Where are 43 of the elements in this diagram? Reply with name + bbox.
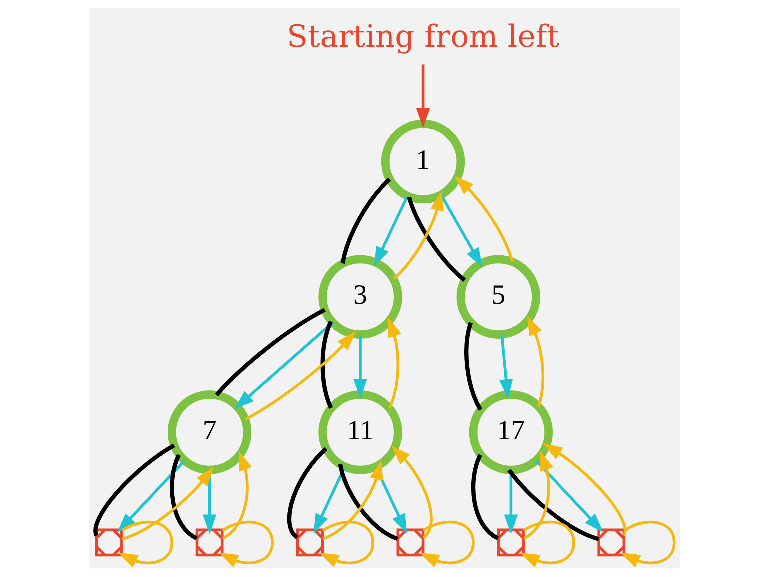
connector [508,468,600,542]
arrow [234,322,334,410]
connector [471,454,500,540]
arrow [393,191,444,280]
arrow [322,460,384,540]
arrow [454,176,514,262]
arrow [218,520,274,568]
arrow [118,520,174,568]
node-circle: 11 [318,390,402,474]
arrow [440,194,483,268]
arrow [374,466,408,534]
connector [340,178,392,264]
connector [407,196,466,282]
arrow [319,520,374,568]
connector [320,320,334,410]
arrow [536,460,604,533]
arrow [314,466,346,534]
arrow [374,196,409,267]
arrow [543,443,627,536]
arrow [392,446,433,539]
arrow [523,451,554,540]
connector [464,322,483,411]
arrow [416,64,430,128]
arrow [122,466,214,541]
node-circle: 1 [381,120,466,204]
arrow [420,520,475,568]
connector [215,308,326,397]
node-text: Starting from left [286,20,560,55]
arrow [499,334,514,400]
arrow [520,520,576,568]
arrow [117,460,186,533]
connector [94,444,176,536]
arrow [504,470,518,534]
arrow [244,332,356,421]
arrow [388,318,402,409]
arrow [620,520,676,568]
connector [170,454,198,540]
connector [287,447,328,540]
arrow [222,451,252,540]
connector [338,464,399,541]
node-circle: 5 [456,255,540,339]
arrow [354,335,368,399]
arrow [527,316,545,408]
